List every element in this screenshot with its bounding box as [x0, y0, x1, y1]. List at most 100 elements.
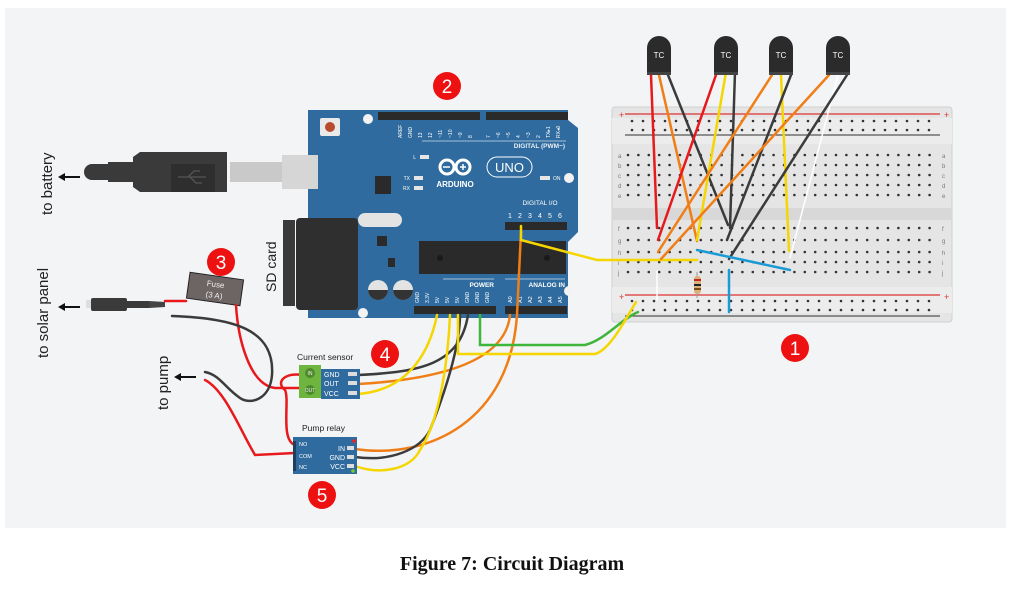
pin-label: A5 — [558, 296, 564, 303]
breadboard-hole — [647, 163, 651, 167]
rail-hole — [696, 299, 700, 303]
row-letter: i — [942, 261, 943, 267]
rail-hole — [872, 128, 876, 132]
breadboard-hole — [803, 238, 807, 242]
rail-hole — [828, 128, 832, 132]
callout-1: 1 — [781, 334, 809, 362]
breadboard-hole — [845, 250, 848, 254]
rail-hole — [707, 119, 711, 123]
breadboard-hole — [647, 173, 651, 177]
rail-hole — [795, 299, 799, 303]
breadboard-hole — [897, 270, 900, 274]
breadboard-hole — [897, 238, 900, 242]
relay-pin-label: NO — [299, 442, 308, 448]
breadboard-hole — [678, 260, 682, 264]
breadboard-hole — [772, 226, 775, 230]
breadboard-hole — [741, 163, 744, 167]
wire-red — [649, 73, 659, 230]
breadboard-hole — [876, 270, 879, 274]
breadboard-hole — [907, 226, 911, 230]
breadboard-hole — [917, 183, 921, 187]
wire-yellow — [353, 313, 452, 472]
breadboard-hole — [626, 226, 630, 230]
wire-black — [725, 73, 793, 242]
breadboard-hole — [657, 163, 661, 167]
breadboard-hole — [761, 270, 765, 274]
breadboard-hole — [813, 250, 817, 254]
breadboard-hole — [834, 250, 838, 254]
breadboard-hole — [876, 238, 879, 242]
breadboard-hole — [678, 183, 682, 187]
rail-hole — [916, 308, 920, 312]
relay-pin-label: GND — [329, 455, 345, 462]
rail-hole — [872, 299, 876, 303]
row-letter: c — [942, 174, 945, 180]
breadboard-hole — [657, 270, 661, 274]
wire-yellow — [779, 73, 791, 253]
breadboard-hole — [761, 163, 765, 167]
fuse: Fuse (3 A) — [185, 271, 245, 307]
svg-text:1: 1 — [790, 339, 801, 360]
breadboard-hole — [824, 153, 827, 157]
pin-label: 13 — [418, 132, 424, 138]
rail-hole — [751, 299, 755, 303]
breadboard-hole — [824, 226, 827, 230]
breadboard-hole — [678, 193, 682, 197]
pin-label: 5V — [455, 296, 461, 303]
power-label: POWER — [469, 282, 494, 289]
reset-button[interactable] — [320, 118, 340, 136]
breadboard-hole — [824, 260, 827, 264]
breadboard-hole — [907, 193, 911, 197]
breadboard-hole — [793, 173, 796, 177]
breadboard-hole — [689, 260, 692, 264]
breadboard-hole — [845, 238, 848, 242]
rail-hole — [641, 119, 645, 123]
breadboard-hole — [761, 193, 765, 197]
wire-black — [356, 313, 470, 377]
breadboard-hole — [855, 270, 859, 274]
wire-orange — [657, 73, 699, 243]
rail-hole — [685, 299, 689, 303]
row-letter: h — [942, 251, 945, 257]
breadboard-hole — [699, 163, 703, 167]
rail-hole — [795, 308, 799, 312]
breadboard-hole — [865, 193, 869, 197]
row-letter: a — [942, 154, 946, 160]
rail-hole — [729, 308, 733, 312]
sensor-label: TC — [833, 51, 844, 60]
breadboard-hole — [772, 163, 775, 167]
row-letter: f — [942, 227, 944, 233]
breadboard-hole — [897, 153, 900, 157]
breadboard-hole — [730, 238, 734, 242]
breadboard-hole — [772, 250, 775, 254]
breadboard-hole — [803, 270, 807, 274]
wire-white — [789, 74, 839, 259]
rail-hole — [784, 308, 788, 312]
rail-hole — [740, 128, 744, 132]
breadboard-hole — [637, 270, 640, 274]
breadboard-hole — [824, 270, 827, 274]
breadboard-hole — [803, 226, 807, 230]
row-letter: f — [618, 227, 620, 233]
digital-io-label: DIGITAL I/O — [522, 200, 557, 207]
row-letter: j — [941, 271, 943, 277]
breadboard-hole — [751, 153, 755, 157]
breadboard-hole — [761, 250, 765, 254]
breadboard-hole — [637, 226, 640, 230]
sensor-pin-label: VCC — [324, 391, 339, 398]
rail-hole — [817, 128, 821, 132]
breadboard-hole — [865, 238, 869, 242]
rail-hole — [630, 119, 634, 123]
breadboard-hole — [834, 183, 838, 187]
breadboard-hole — [886, 163, 890, 167]
svg-text:2: 2 — [442, 77, 453, 98]
rail-hole — [718, 299, 722, 303]
breadboard-hole — [647, 250, 651, 254]
breadboard-hole — [803, 163, 807, 167]
breadboard-hole — [730, 260, 734, 264]
rail-hole — [718, 128, 722, 132]
pin-label: GND — [475, 292, 481, 304]
wires — [163, 70, 849, 472]
breadboard-hole — [626, 193, 630, 197]
